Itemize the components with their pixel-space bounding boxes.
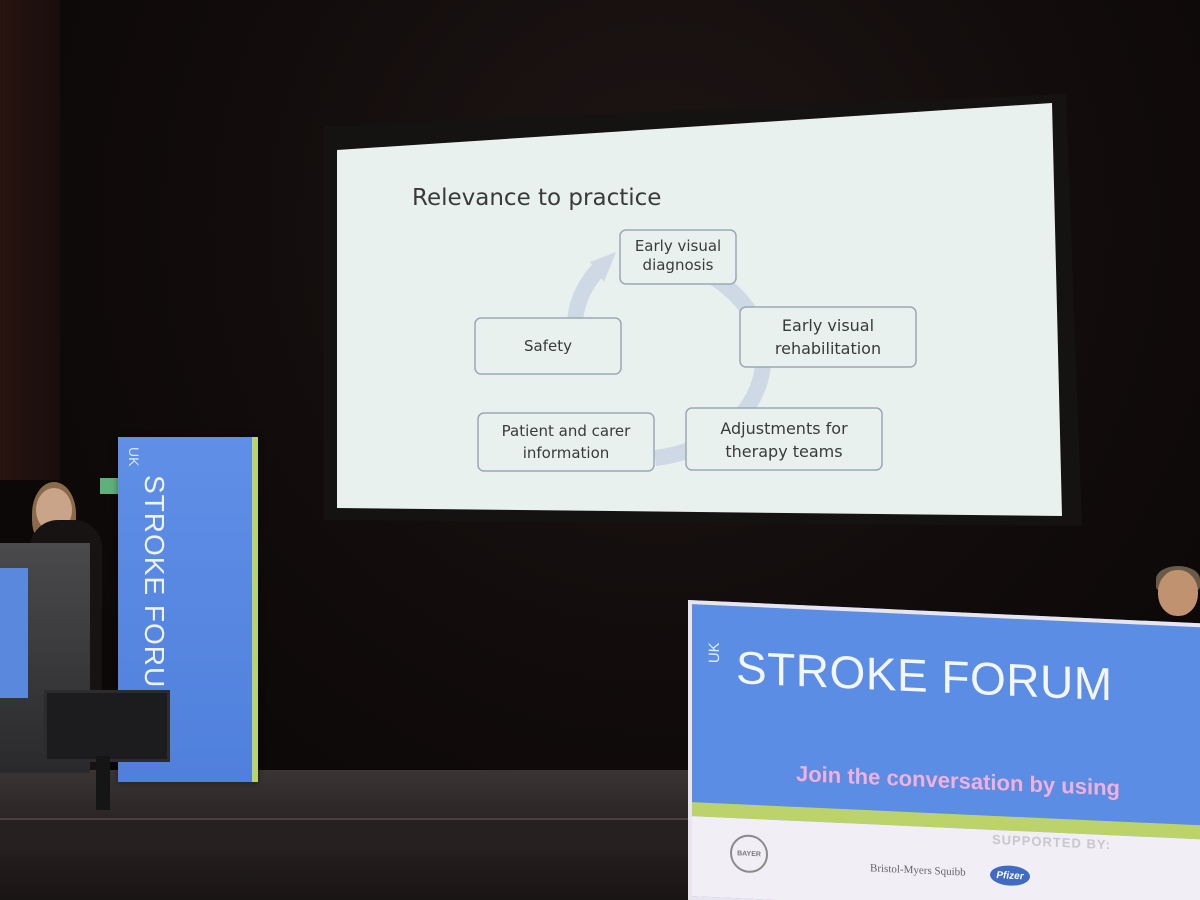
cycle-box-adjustments-therapy-teams: Adjustments for therapy teams [685, 407, 883, 471]
cycle-label: diagnosis [643, 256, 714, 274]
cycle-label: Safety [524, 337, 572, 355]
cycle-label: information [523, 444, 610, 462]
audience-member [1158, 570, 1198, 616]
desk-banner-title: STROKE FORUM [736, 641, 1113, 711]
cycle-label: therapy teams [725, 442, 842, 461]
cycle-box-patient-carer-information: Patient and carer information [477, 412, 655, 472]
cycle-label: Patient and carer [502, 422, 631, 440]
monitor-stand [96, 756, 110, 810]
cycle-label: rehabilitation [775, 339, 881, 358]
desk-banner: UK STROKE FORUM Join the conversation by… [688, 600, 1200, 900]
desk-banner-hashtag: Join the conversation by using [796, 760, 1120, 801]
curtain [0, 0, 60, 480]
slide-title: Relevance to practice [412, 185, 661, 211]
cycle-label: Early visual [782, 316, 874, 335]
exit-sign-icon [100, 478, 122, 494]
cycle-box-early-visual-rehabilitation: Early visual rehabilitation [739, 306, 917, 368]
bayer-logo-icon: BAYER [730, 833, 768, 874]
cycle-box-safety: Safety [474, 317, 622, 375]
banner-uk: UK [126, 447, 142, 467]
banner-title: STROKE FORUM [139, 475, 170, 713]
podium-panel [0, 568, 28, 698]
cycle-label: Adjustments for [720, 419, 848, 438]
arrow-head-icon [590, 252, 616, 282]
cycle-label: Early visual [635, 237, 721, 255]
desk-banner-uk: UK [706, 641, 723, 664]
stage-monitor [44, 690, 170, 762]
cycle-box-early-visual-diagnosis: Early visual diagnosis [619, 229, 737, 285]
